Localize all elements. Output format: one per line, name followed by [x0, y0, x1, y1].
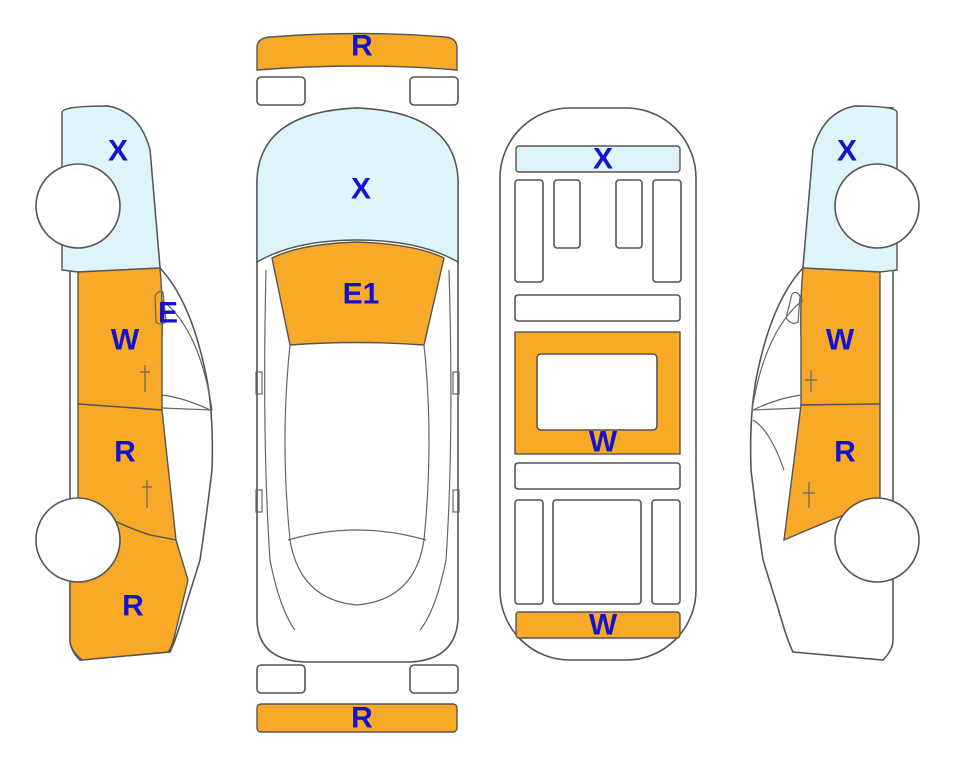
bottom-spare-well — [552, 499, 642, 605]
top-front-right-light — [409, 76, 459, 106]
right-side-beltline — [752, 394, 802, 411]
top-rear-window — [287, 529, 427, 541]
right-side-front-door-label: W — [826, 324, 855, 357]
top-view: R X E1 R — [255, 30, 460, 735]
left-side-rear-quarter-label: R — [122, 590, 144, 623]
right-side-mirror — [785, 291, 801, 324]
top-windshield-label: E1 — [343, 278, 380, 311]
bottom-front-right-rail — [652, 179, 682, 283]
top-hood-label: X — [351, 173, 371, 206]
bottom-crossmember-front — [514, 294, 681, 322]
top-front-bumper — [256, 32, 458, 71]
top-right-side-line — [419, 269, 452, 631]
bottom-view: X W W — [499, 107, 697, 661]
top-rear-bumper-label: R — [351, 702, 373, 735]
top-left-mirror — [255, 371, 263, 395]
right-side-window-line — [751, 299, 804, 411]
left-side-roof-label: X — [108, 135, 128, 168]
top-left-handle — [255, 489, 263, 513]
left-side-beltline — [161, 394, 211, 411]
top-front-left-light — [256, 76, 306, 106]
bottom-rear-right-rail — [651, 499, 681, 605]
top-hood-panel — [256, 107, 459, 264]
right-side-roof-label: X — [837, 135, 857, 168]
right-side-front-wheel — [834, 163, 920, 249]
left-side-rear-wheel — [35, 497, 121, 583]
top-rear-bumper — [256, 703, 458, 733]
right-side-rear-door-label: R — [834, 436, 856, 469]
top-rear-left-light — [256, 664, 306, 694]
top-right-mirror — [452, 371, 460, 395]
top-left-side-line — [264, 269, 296, 631]
bottom-rear-left-rail — [514, 499, 544, 605]
left-side-handle-1 — [140, 365, 150, 392]
left-side-front-door-label: W — [111, 324, 140, 357]
left-side-small-label: E — [158, 297, 178, 330]
left-side-handle-2 — [142, 480, 152, 508]
bottom-front-inner-left — [553, 179, 581, 249]
top-rear-right-light — [409, 664, 459, 694]
right-side-rear-window — [752, 419, 785, 471]
bottom-front-label: X — [593, 143, 613, 176]
bottom-front-panel — [515, 145, 681, 173]
right-side-handle-1 — [805, 370, 817, 392]
right-side-rear-wheel — [834, 497, 920, 583]
left-side-window-line — [161, 299, 213, 411]
left-side-front-door-panel — [77, 267, 163, 411]
left-side-rear-door-label: R — [114, 436, 136, 469]
left-side-view: X E W R R — [35, 105, 214, 661]
bottom-front-left-rail — [514, 179, 544, 283]
top-front-bumper-label: R — [351, 30, 373, 63]
left-side-front-wheel — [35, 163, 121, 249]
right-side-handle-2 — [803, 482, 815, 508]
left-side-mirror — [154, 290, 167, 325]
bottom-center-label: W — [589, 426, 618, 459]
bottom-rear-label: W — [589, 609, 618, 642]
top-cabin-outline — [284, 344, 430, 606]
right-side-view: X W R — [749, 105, 920, 661]
bottom-rear-panel — [515, 611, 681, 639]
bottom-crossmember-rear — [514, 462, 681, 490]
top-windshield-panel — [271, 241, 445, 346]
right-side-front-door-panel — [800, 267, 881, 406]
top-right-handle — [452, 489, 460, 513]
bottom-front-inner-right — [615, 179, 643, 249]
bottom-floor-opening — [536, 353, 658, 431]
